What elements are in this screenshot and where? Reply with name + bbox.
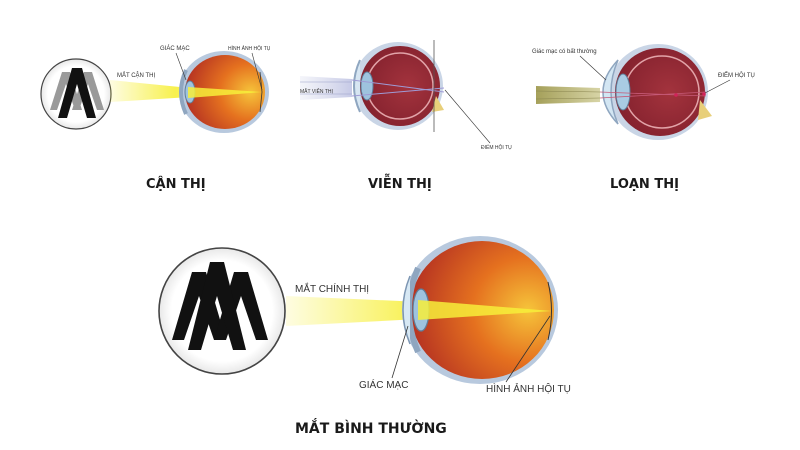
light-beam <box>536 86 600 104</box>
astigmatism-focus-label: ĐIỂM HỘI TỤ <box>718 72 755 79</box>
hyperopia-focus-label: ĐIỂM HỘI TỤ <box>481 144 512 151</box>
astigmatism-cornea-label: Giác mạc có bất thường <box>532 49 597 55</box>
hyperopia-panel: MẮT VIỄN THỊ ĐIỂM HỘI TỤ VIỄN THỊ <box>300 40 512 192</box>
eye-cross-section-icon <box>179 51 269 133</box>
eye-cross-section-icon <box>599 44 712 140</box>
myopia-cornea-label: GIÁC MẠC <box>160 45 190 52</box>
myopia-panel: MẮT CẬN THỊ GIÁC MẠC HÌNH ẢNH HỘI TỤ CẬN… <box>40 45 271 192</box>
astigmatism-panel: Giác mạc có bất thường ĐIỂM HỘI TỤ LOẠN … <box>532 44 755 192</box>
light-beam <box>300 76 352 100</box>
eye-cross-section-icon <box>402 236 558 384</box>
myopia-eye-label: MẮT CẬN THỊ <box>117 71 155 79</box>
letter-chart-icon <box>40 58 112 130</box>
normal-cornea-label: GIÁC MẠC <box>359 378 408 391</box>
myopia-title: CẬN THỊ <box>146 176 206 192</box>
normal-eye-label: MẮT CHÍNH THỊ <box>295 282 369 295</box>
eye-cross-section-icon <box>351 42 445 130</box>
hyperopia-title: VIỄN THỊ <box>368 175 432 192</box>
astigmatism-title: LOẠN THỊ <box>610 177 679 192</box>
letter-chart-icon <box>158 247 286 375</box>
light-beam <box>110 80 240 102</box>
normal-image-label: HÌNH ẢNH HỘI TỤ <box>486 382 571 395</box>
normal-panel: MẮT CHÍNH THỊ GIÁC MẠC HÌNH ẢNH HỘI TỤ M… <box>158 236 571 437</box>
hyperopia-eye-label: MẮT VIỄN THỊ <box>300 87 333 95</box>
normal-title: MẮT BÌNH THƯỜNG <box>295 418 447 437</box>
myopia-image-label: HÌNH ẢNH HỘI TỤ <box>228 45 271 52</box>
